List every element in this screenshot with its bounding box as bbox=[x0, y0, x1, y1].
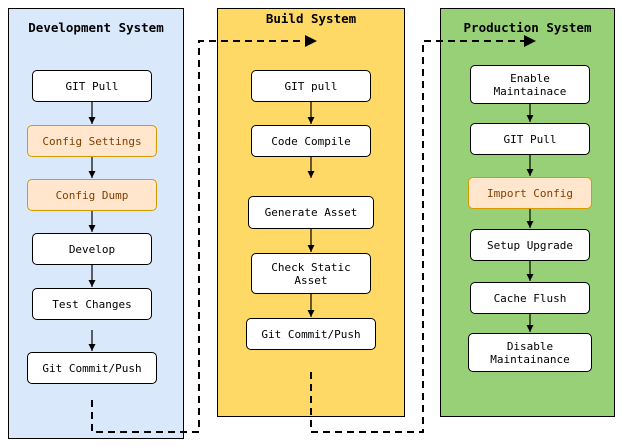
node-cache-flush[interactable]: Cache Flush bbox=[470, 282, 590, 314]
node-git-commit-push-dev[interactable]: Git Commit/Push bbox=[27, 352, 157, 384]
node-code-compile[interactable]: Code Compile bbox=[251, 125, 371, 157]
node-import-config[interactable]: Import Config bbox=[468, 177, 592, 209]
node-setup-upgrade[interactable]: Setup Upgrade bbox=[470, 229, 590, 261]
node-config-settings[interactable]: Config Settings bbox=[27, 125, 157, 157]
swimlane-title-development: Development System bbox=[28, 20, 164, 35]
swimlane-title-build: Build System bbox=[265, 11, 357, 26]
node-git-pull-prod[interactable]: GIT Pull bbox=[470, 123, 590, 155]
arrowhead-build-entry bbox=[305, 35, 317, 47]
dashed-build-to-prod bbox=[310, 40, 530, 433]
node-generate-asset[interactable]: Generate Asset bbox=[248, 196, 374, 229]
node-develop[interactable]: Develop bbox=[32, 233, 152, 265]
swimlane-title-production: Production System bbox=[463, 20, 592, 35]
node-config-dump[interactable]: Config Dump bbox=[27, 179, 157, 211]
node-git-commit-push-build[interactable]: Git Commit/Push bbox=[246, 318, 376, 350]
node-enable-maintainace[interactable]: Enable Maintainace bbox=[470, 65, 590, 104]
node-check-static-asset[interactable]: Check Static Asset bbox=[251, 253, 371, 294]
node-test-changes[interactable]: Test Changes bbox=[32, 288, 152, 320]
node-git-pull-dev[interactable]: GIT Pull bbox=[32, 70, 152, 102]
arrowhead-prod-entry bbox=[524, 35, 536, 47]
node-disable-maintainance[interactable]: Disable Maintainance bbox=[468, 333, 592, 372]
node-git-pull-build[interactable]: GIT pull bbox=[251, 70, 371, 102]
dashed-dev-to-build bbox=[91, 40, 311, 433]
